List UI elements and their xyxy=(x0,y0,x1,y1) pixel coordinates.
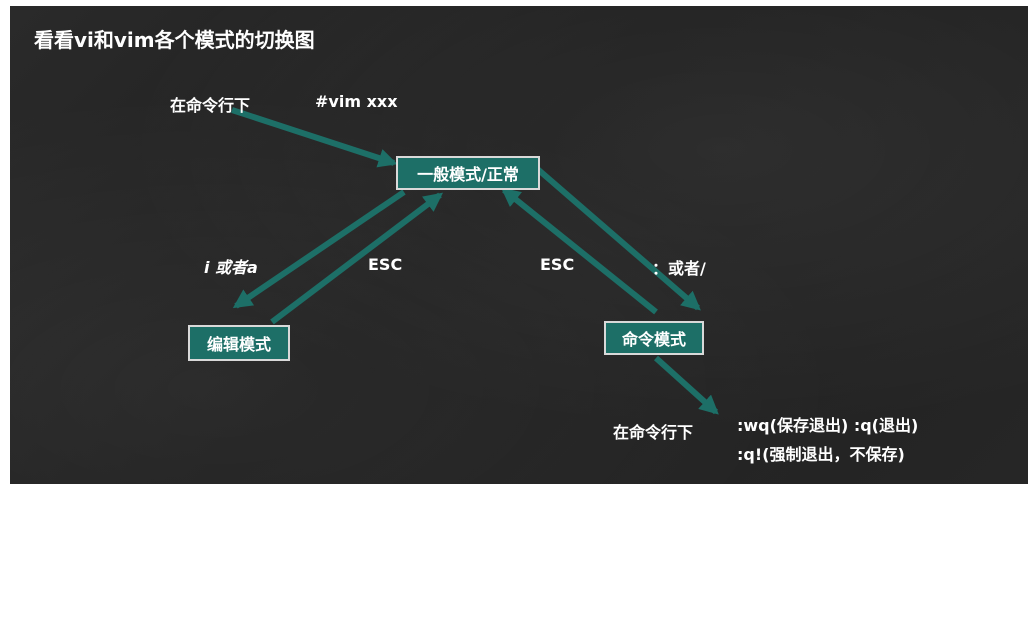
label-cmdline-top: 在命令行下 xyxy=(170,96,251,115)
label-vim-command: #vim xxx xyxy=(315,92,398,111)
arrow-normal-to-edit xyxy=(232,189,406,309)
label-force-quit: :q!(强制退出，不保存) xyxy=(737,445,905,464)
label-save-quit: :wq(保存退出) :q(退出) xyxy=(737,416,919,435)
label-i-or-a: i 或者a xyxy=(204,258,258,277)
diagram-title: 看看vi和vim各个模式的切换图 xyxy=(34,28,315,52)
arrow-command-to-cmdline xyxy=(653,355,719,415)
node-normal-mode: 一般模式/正常 xyxy=(396,156,540,190)
arrow-normal-to-command xyxy=(532,163,701,311)
label-esc-right: ESC xyxy=(540,255,575,274)
chalkboard: 看看vi和vim各个模式的切换图 在命令行下 #vim xxx 一般模式/正常 … xyxy=(10,6,1028,484)
arrow-command-to-normal xyxy=(501,187,658,315)
label-cmdline-bottom: 在命令行下 xyxy=(613,423,694,442)
arrow-edit-to-normal xyxy=(270,192,444,325)
node-edit-mode: 编辑模式 xyxy=(188,325,290,361)
arrow-vim-to-normal xyxy=(231,107,398,168)
label-esc-left: ESC xyxy=(368,255,403,274)
transition-arrows xyxy=(231,107,719,415)
node-command-mode: 命令模式 xyxy=(604,321,704,355)
label-colon-or-slash: ：或者/ xyxy=(652,259,706,278)
